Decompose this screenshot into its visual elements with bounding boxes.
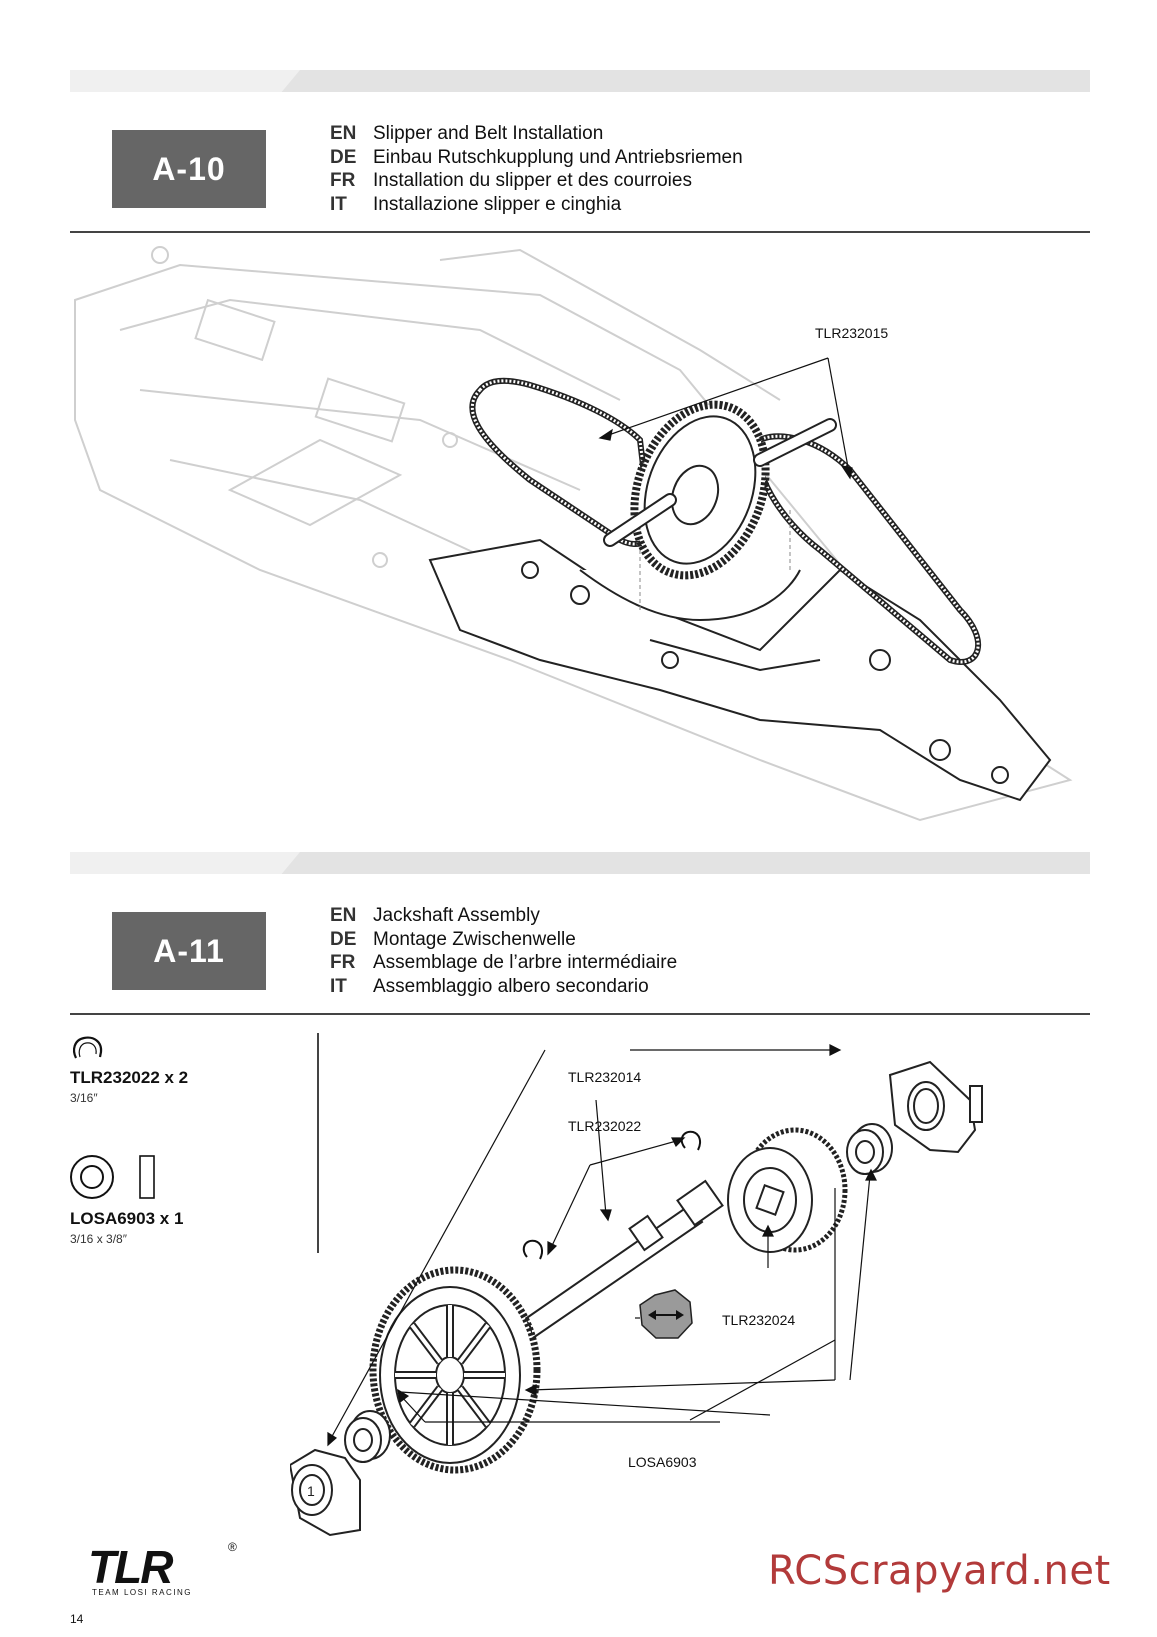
slipper-belt-diagram — [74, 246, 1073, 822]
svg-text:1: 1 — [307, 1483, 315, 1499]
title-text: Montage Zwischenwelle — [373, 928, 576, 950]
step-a11-titles: EN Jackshaft Assembly DE Montage Zwischenw… — [330, 904, 677, 998]
title-text: Installazione slipper e cinghia — [373, 193, 622, 215]
part-size-eclip: 3/16″ — [70, 1091, 98, 1105]
title-text: Jackshaft Assembly — [373, 905, 540, 926]
title-row-de: DE Einbau Rutschkupplung und Antriebsriem… — [330, 146, 743, 170]
title-row-de: DE Montage Zwischenwelle — [330, 928, 677, 952]
title-row-en: EN Slipper and Belt Installation — [330, 122, 743, 146]
callout-e-clip: TLR232022 — [568, 1118, 642, 1134]
divider — [70, 231, 1090, 233]
title-row-fr: FR Assemblage de l’arbre intermédiaire — [330, 951, 677, 975]
callout-shaft: TLR232024 — [722, 1312, 796, 1328]
section-header-bar — [70, 70, 1090, 92]
watermark: RCScrapyard.net — [768, 1548, 1111, 1594]
title-text: Installation du slipper et des courroies — [373, 170, 692, 191]
title-text: Assemblaggio albero secondario — [373, 975, 649, 997]
title-text: Slipper and Belt Installation — [373, 123, 604, 144]
title-text: Assemblage de l’arbre intermédiaire — [373, 952, 678, 973]
section-header-bar — [70, 852, 1090, 874]
step-a10-titles: EN Slipper and Belt Installation DE Einbau… — [330, 122, 743, 216]
logo-text: TLR — [88, 1541, 173, 1593]
page-number: 14 — [70, 1612, 84, 1626]
logo-subtext: TEAM LOSI RACING — [92, 1588, 193, 1597]
title-row-en: EN Jackshaft Assembly — [330, 904, 677, 928]
step-number-a11: A-11 — [112, 912, 266, 990]
lang-code: EN — [330, 905, 357, 926]
lang-code: DE — [330, 928, 357, 950]
parts-column-divider — [317, 1033, 319, 1253]
tlr-logo: TLR ® TEAM LOSI RACING — [88, 1540, 248, 1600]
callout-belt: TLR232015 — [815, 325, 889, 341]
logo-reg: ® — [228, 1540, 237, 1554]
step-number-a10: A-10 — [112, 130, 266, 208]
part-size-bearing: 3/16 x 3/8″ — [70, 1232, 127, 1246]
title-text: Einbau Rutschkupplung und Antriebsriemen — [373, 146, 743, 168]
bearing-icon — [70, 1155, 155, 1199]
divider — [70, 1013, 1090, 1015]
callout-bearing-carrier: TLR232014 — [568, 1069, 642, 1085]
title-row-it: IT Installazione slipper e cinghia — [330, 193, 743, 217]
jackshaft-exploded-diagram: 1 — [290, 1044, 983, 1537]
title-row-it: IT Assemblaggio albero secondario — [330, 975, 677, 999]
part-label-eclip: TLR232022 x 2 — [70, 1068, 189, 1087]
title-row-fr: FR Installation du slipper et des courroi… — [330, 169, 743, 193]
lang-code: IT — [330, 193, 347, 215]
lang-code: DE — [330, 146, 357, 168]
lang-code: FR — [330, 170, 356, 191]
callout-bearing: LOSA6903 — [628, 1454, 697, 1470]
lang-code: IT — [330, 975, 347, 997]
lang-code: FR — [330, 952, 356, 973]
part-label-bearing: LOSA6903 x 1 — [70, 1209, 184, 1228]
e-clip-icon — [73, 1036, 103, 1059]
lang-code: EN — [330, 123, 357, 144]
